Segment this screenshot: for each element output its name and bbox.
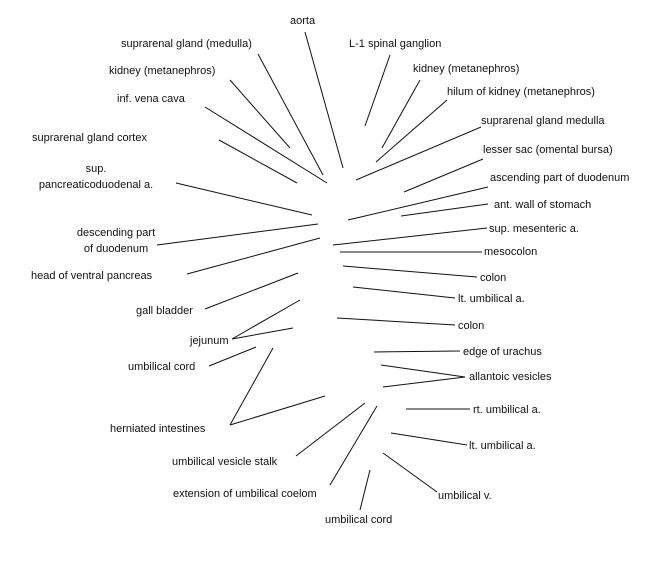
leader-suprarenal-gland-medulla-right (355, 126, 482, 181)
label-edge-of-urachus: edge of urachus (463, 346, 542, 358)
leader-jejunum-upper (231, 299, 301, 340)
leader-extension-umbilical-coelom (329, 405, 378, 486)
label-extension-umbilical-coelom: extension of umbilical coelom (173, 488, 317, 500)
label-colon-upper: colon (480, 272, 506, 284)
leader-ant-wall-stomach (400, 203, 489, 217)
label-suprarenal-gland-medulla-right: suprarenal gland medulla (481, 115, 605, 127)
label-suprarenal-gland-cortex: suprarenal gland cortex (32, 132, 147, 144)
leader-descending-duodenum (156, 223, 319, 246)
leader-suprarenal-gland-medulla-left (257, 53, 324, 176)
leader-gall-bladder (204, 272, 299, 310)
leader-lesser-sac (403, 158, 484, 193)
label-lesser-sac: lesser sac (omental bursa) (483, 144, 613, 156)
label-colon-lower: colon (458, 320, 484, 332)
label-umbilical-cord-bottom: umbilical cord (325, 514, 392, 526)
leader-inf-vena-cava (204, 106, 328, 184)
label-lt-umbilical-upper: lt. umbilical a. (458, 293, 525, 305)
leader-umbilical-v (382, 452, 438, 493)
leader-lt-umbilical-lower (390, 432, 468, 446)
leader-hilum-of-kidney (375, 99, 448, 163)
leader-colon-lower (336, 317, 456, 326)
label-rt-umbilical: rt. umbilical a. (473, 404, 541, 416)
leader-sup-pancreaticoduodenal (175, 182, 313, 216)
leader-allantoic-lower (382, 376, 466, 388)
label-mesocolon: mesocolon (484, 246, 537, 258)
leader-kidney-left (229, 79, 291, 149)
label-jejunum: jejunum (189, 335, 229, 347)
label-sup-mesenteric: sup. mesenteric a. (489, 223, 579, 235)
leader-suprarenal-gland-cortex (218, 139, 298, 184)
label-umbilical-vesicle-stalk: umbilical vesicle stalk (172, 456, 278, 468)
label-sup-pancreaticoduodenal-line1: sup. (86, 163, 107, 175)
label-ant-wall-stomach: ant. wall of stomach (494, 199, 591, 211)
label-l1-spinal-ganglion: L-1 spinal ganglion (349, 38, 441, 50)
label-inf-vena-cava: inf. vena cava (117, 93, 186, 105)
label-descending-duodenum-line1: descending part (77, 227, 155, 239)
leader-ascending-duodenum (347, 186, 489, 221)
label-sup-pancreaticoduodenal-line2: pancreaticoduodenal a. (39, 179, 153, 191)
leader-herniated-upper (229, 347, 274, 426)
label-herniated-intestines: herniated intestines (110, 423, 206, 435)
label-umbilical-v: umbilical v. (438, 490, 492, 502)
leader-aorta (304, 31, 344, 169)
label-gall-bladder: gall bladder (136, 305, 193, 317)
leader-jejunum-lower (231, 327, 294, 340)
label-lt-umbilical-lower: lt. umbilical a. (469, 440, 536, 452)
leader-lt-umbilical-upper (352, 286, 456, 299)
leader-umbilical-vesicle-stalk (295, 402, 366, 457)
label-suprarenal-gland-medulla-left: suprarenal gland (medulla) (121, 38, 252, 50)
label-head-of-ventral-pancreas: head of ventral pancreas (31, 270, 153, 282)
leader-herniated-lower (229, 395, 326, 426)
leader-umbilical-cord-bottom (359, 469, 371, 511)
label-allantoic-vesicles: allantoic vesicles (469, 371, 552, 383)
label-kidney-metanephros-right: kidney (metanephros) (413, 63, 519, 75)
label-aorta: aorta (290, 15, 316, 27)
leader-kidney-right (381, 79, 421, 149)
label-ascending-duodenum: ascending part of duodenum (490, 172, 629, 184)
leader-umbilical-cord-left (208, 346, 257, 367)
label-hilum-of-kidney: hilum of kidney (metanephros) (447, 86, 595, 98)
leader-edge-of-urachus (373, 350, 461, 353)
leader-l1-spinal-ganglion (364, 54, 391, 127)
label-descending-duodenum-line2: of duodenum (84, 243, 148, 255)
leader-colon-upper (342, 265, 478, 278)
leader-sup-mesenteric (332, 227, 488, 246)
label-kidney-metanephros-left: kidney (metanephros) (109, 65, 215, 77)
label-umbilical-cord-left: umbilical cord (128, 361, 195, 373)
leader-head-of-ventral-pancreas (186, 237, 321, 275)
leader-allantoic-upper (380, 364, 466, 378)
